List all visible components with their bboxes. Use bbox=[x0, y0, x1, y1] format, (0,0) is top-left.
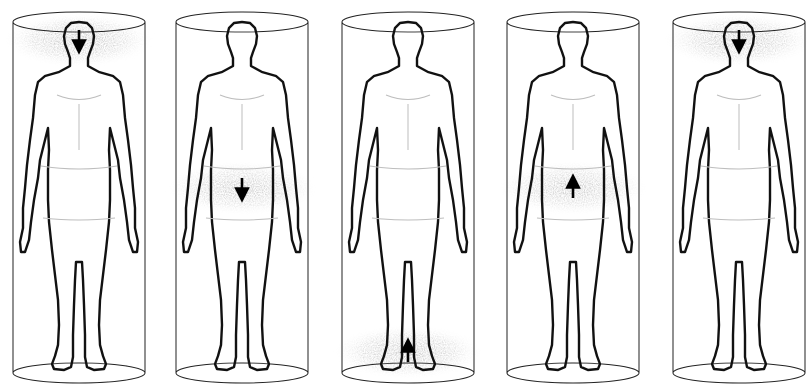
panel-3 bbox=[330, 12, 486, 383]
panel-4 bbox=[495, 12, 651, 383]
panel-2 bbox=[164, 12, 320, 383]
cylinder-bottom bbox=[507, 363, 639, 383]
panel-5 bbox=[661, 12, 807, 383]
human-body-outline bbox=[349, 22, 467, 370]
panel-1 bbox=[1, 12, 157, 383]
human-body-outline bbox=[20, 22, 138, 370]
human-body-outline bbox=[680, 22, 798, 370]
cylinder-bottom bbox=[673, 363, 805, 383]
cylinder-bottom bbox=[13, 363, 145, 383]
cylinder-bottom bbox=[176, 363, 308, 383]
